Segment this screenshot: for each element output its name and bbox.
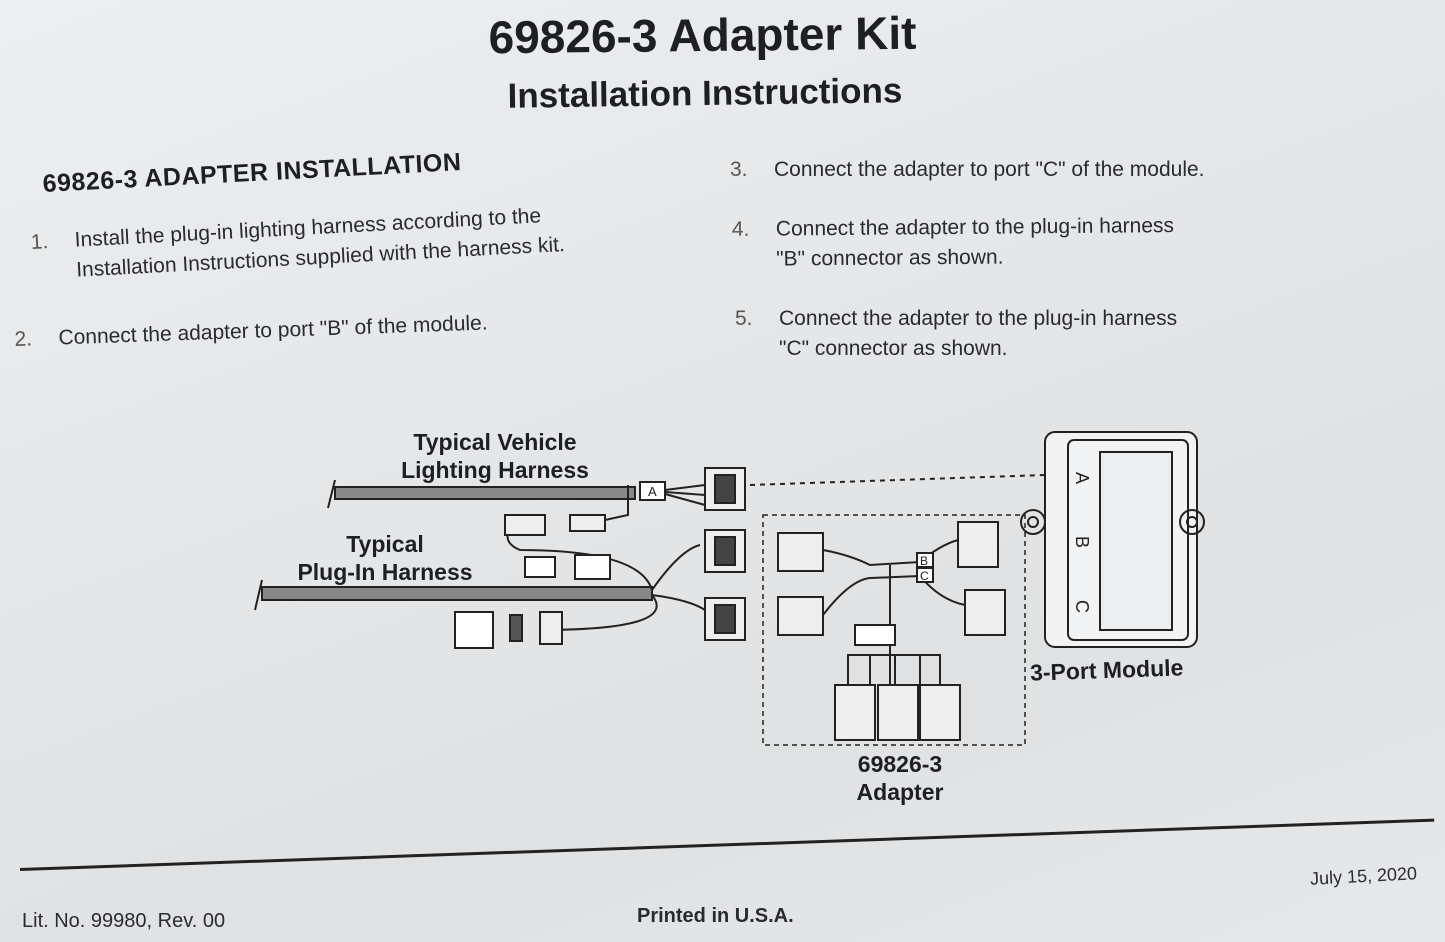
port-a-label: A	[1072, 472, 1092, 484]
label-line: 69826-3	[857, 751, 943, 777]
vehicle-harness-label: Typical Vehicle Lighting Harness	[385, 428, 605, 484]
step-5: 5. Connect the adapter to the plug-in har…	[735, 304, 1177, 364]
step-number: 5.	[735, 307, 753, 330]
tag-b-label: B	[920, 554, 928, 568]
vehicle-harness-cable	[327, 479, 636, 509]
tag-c-label: C	[920, 569, 929, 583]
adapter-box	[762, 514, 1026, 746]
three-port-module	[1020, 431, 1205, 648]
label-line: Lighting Harness	[401, 457, 589, 483]
port-b-label: B	[1072, 536, 1092, 548]
plugin-harness-cable	[254, 579, 653, 611]
port-c-label: C	[1072, 600, 1092, 613]
label-line: Typical	[346, 531, 424, 557]
module-label: 3-Port Module	[1029, 654, 1184, 686]
lit-number: Lit. No. 99980, Rev. 00	[22, 910, 226, 932]
tag-a-label: A	[648, 484, 657, 499]
step-number: 3.	[730, 158, 748, 181]
step-text: "C" connector as shown.	[779, 337, 1008, 360]
step-text: Connect the adapter to port "C" of the m…	[774, 158, 1205, 181]
plugin-harness-label: Typical Plug-In Harness	[280, 530, 490, 586]
printed-in: Printed in U.S.A.	[637, 905, 794, 927]
label-line: Typical Vehicle	[413, 429, 577, 455]
dashed-guide-a	[749, 474, 1046, 486]
label-line: Plug-In Harness	[297, 559, 473, 585]
step-3: 3. Connect the adapter to port "C" of the…	[730, 155, 1205, 185]
label-line: Adapter	[856, 779, 944, 805]
adapter-label: 69826-3 Adapter	[820, 750, 980, 806]
connector-tag-a	[639, 481, 666, 501]
step-text: Connect the adapter to the plug-in harne…	[779, 307, 1178, 330]
